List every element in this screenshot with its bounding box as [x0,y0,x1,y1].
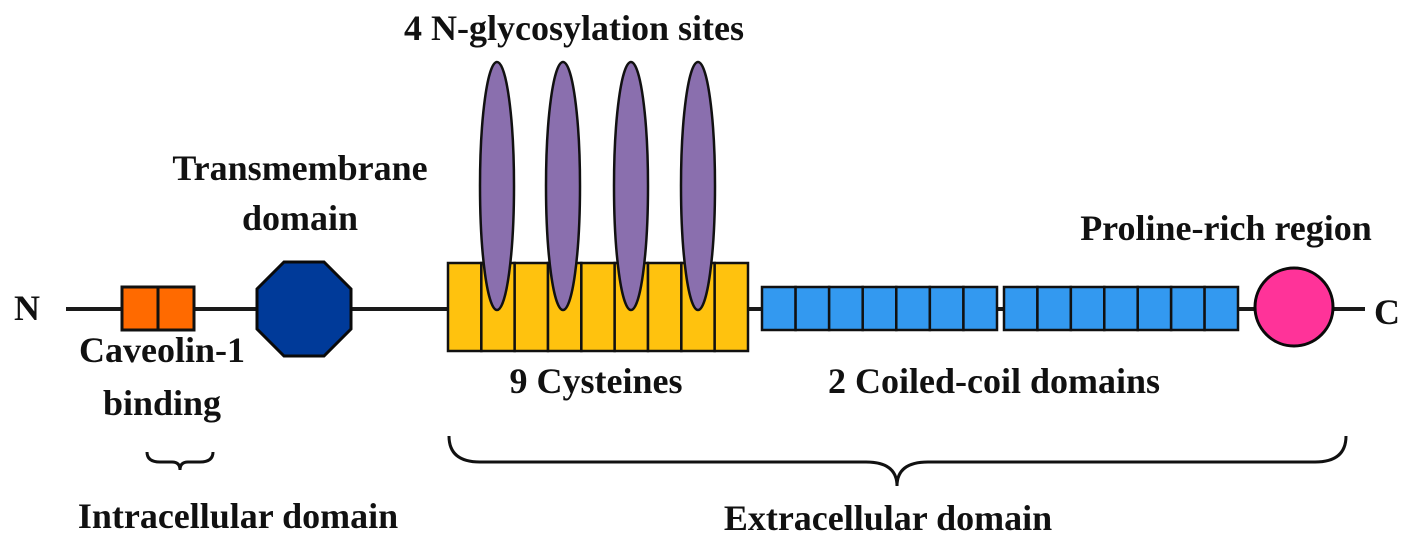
coil-segment [1103,285,1139,332]
extracellular-label: Extracellular domain [724,498,1052,538]
caveolin-label-line2: binding [103,383,221,423]
proline-rich-circle [1253,266,1335,348]
coiled-coil-domain [760,285,999,332]
n-terminus-label: N [14,288,40,328]
caveolin-segment [156,285,196,332]
cysteines-label: 9 Cysteines [510,361,683,401]
coil-segment [760,285,797,332]
caveolin-label-line1: Caveolin-1 [79,330,245,370]
c-terminus-label: C [1374,292,1400,332]
glycosylation-ellipse [612,60,650,312]
cysteine-segment [713,261,750,353]
coil-segment [1036,285,1073,332]
coil-segment [895,285,932,332]
coil-segment [962,285,999,332]
glycosylation-ellipse [679,60,717,312]
transmembrane-octagon [255,260,353,358]
caveolin-binding-motif [120,285,196,332]
coiled-coil-domains [760,285,1240,332]
glycosylation-label: 4 N-glycosylation sites [404,8,744,48]
coil-segment [1169,285,1206,332]
glycosylation-sites [478,60,717,312]
glycosylation-ellipse [478,60,516,312]
extracellular-brace [447,435,1348,487]
coil-segment [861,285,898,332]
coiled-coil-domain [1002,285,1240,332]
coil-segment [1203,285,1240,332]
coil-segment [827,285,864,332]
coiled-coil-label: 2 Coiled-coil domains [828,361,1160,401]
coil-segment [1136,285,1173,332]
transmembrane-label-line1: Transmembrane [172,148,427,188]
coil-segment [794,285,831,332]
coil-segment [928,285,965,332]
coil-segment [1069,285,1106,332]
cysteine-segment [580,261,616,353]
glycosylation-ellipse [544,60,582,312]
cysteine-segment [446,261,483,353]
proline-label: Proline-rich region [1080,208,1372,248]
caveolin-segment [120,285,160,332]
coil-segment [1002,285,1039,332]
cysteine-segment [513,261,550,353]
intracellular-label: Intracellular domain [78,496,398,536]
cysteine-segment [646,261,683,353]
intracellular-brace [145,451,215,471]
transmembrane-label-line2: domain [242,198,358,238]
